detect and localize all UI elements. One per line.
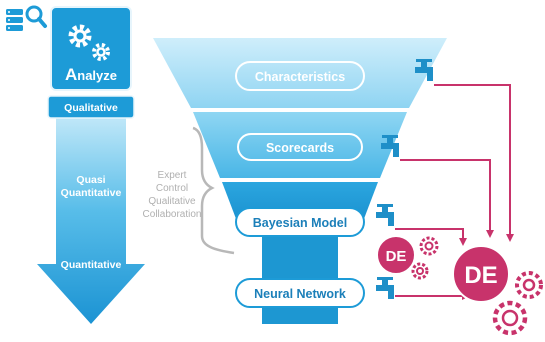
quantitative-label: Quantitative [61, 259, 122, 271]
gears-icon [68, 24, 110, 61]
bayesian-label: Bayesian Model [253, 216, 347, 230]
characteristics-label: Characteristics [255, 70, 345, 84]
qualitative-label: Qualitative [64, 102, 118, 114]
gear-icon [515, 271, 543, 299]
characteristics-pill [235, 61, 365, 91]
analyze-tile: Analyze [50, 6, 132, 91]
funnel-neck [262, 224, 338, 324]
tap-icon [376, 204, 394, 226]
tap-icon [381, 135, 399, 157]
qualitative-label-box [47, 95, 135, 119]
bayesian-pill [235, 207, 365, 237]
scorecards-pill [237, 133, 363, 161]
connector-bayesian [395, 228, 467, 246]
de-large-label: DE [464, 262, 497, 289]
database-search-icon [6, 5, 47, 31]
neural-network-pill [235, 278, 365, 308]
note-control: Control [156, 183, 188, 194]
de-large-node: DE [452, 245, 543, 336]
connector-scorecards [400, 159, 494, 238]
brace [192, 126, 235, 255]
connector-characteristics [434, 84, 514, 242]
quasi-label-line1: Quasi [76, 174, 105, 186]
scorecards-label: Scorecards [266, 141, 334, 155]
tap-icon [376, 277, 394, 299]
note-collaboration: Collaboration [143, 209, 202, 220]
funnel-segment-1 [153, 38, 447, 108]
gear-icon [492, 300, 528, 336]
quasi-label-line2: Quantitative [61, 187, 122, 199]
gear-icon [411, 262, 429, 280]
tap-icon [415, 59, 433, 81]
analyze-label: Analyze [65, 65, 117, 84]
de-small-label: DE [386, 248, 407, 265]
note-expert: Expert [158, 170, 187, 181]
note-qualitative: Qualitative [148, 196, 196, 207]
neural-network-label: Neural Network [254, 287, 346, 301]
de-small-node: DE [376, 235, 439, 280]
scale-arrow [37, 118, 145, 324]
funnel-segment-2 [193, 112, 407, 178]
connectors [395, 84, 514, 300]
gear-icon [419, 236, 439, 256]
